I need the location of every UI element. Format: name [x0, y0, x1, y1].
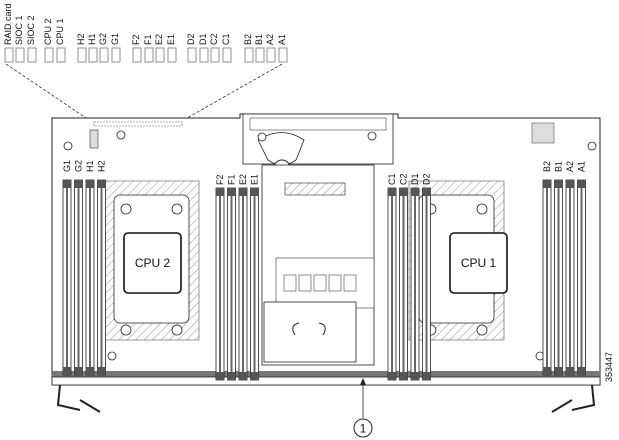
led-label: RAID card: [3, 3, 13, 45]
dimm-slot[interactable]: B1: [554, 161, 564, 376]
led-label: F1: [143, 34, 153, 45]
led-indicator: [278, 47, 288, 63]
led-label: A1: [277, 34, 287, 45]
screw-icon: [476, 203, 488, 215]
dimm-slot[interactable]: H1: [85, 160, 95, 376]
screw-icon: [171, 203, 183, 215]
led-indicator: [44, 47, 54, 63]
led-indicator: [255, 47, 265, 63]
led-label: H2: [76, 33, 86, 45]
chip: [531, 122, 555, 144]
led-label: CPU 1: [55, 18, 65, 45]
leader-line-right: [179, 63, 283, 123]
led-indicator: [167, 47, 177, 63]
dimm-label: E1: [250, 174, 260, 185]
dimm-label: D2: [422, 173, 432, 185]
led-indicator: [244, 47, 254, 63]
led-label: E2: [154, 34, 164, 45]
screw-icon: [171, 324, 183, 336]
led-label: B2: [243, 34, 253, 45]
raid-connector: [89, 129, 99, 149]
dimm-slot[interactable]: E2: [238, 174, 248, 381]
screw-icon: [476, 324, 488, 336]
dimm-label: C1: [387, 173, 397, 185]
led-label: CPU 2: [43, 18, 53, 45]
led-indicator: [77, 47, 87, 63]
led-indicator: [187, 47, 197, 63]
dimm-slot[interactable]: D2: [422, 173, 432, 381]
dimm-label: E2: [238, 174, 248, 185]
cpu-sockets: CPU 2 CPU 1: [103, 180, 508, 341]
dimm-label: D1: [410, 173, 420, 185]
dimm-label: C2: [399, 173, 409, 185]
callout-circle: [353, 418, 373, 438]
led-label: SIOC 2: [26, 15, 36, 45]
led-indicator: [111, 47, 121, 63]
led-indicator: [88, 47, 98, 63]
dimm-label: A2: [565, 161, 575, 172]
dimm-label: F1: [227, 174, 237, 185]
dimm-slot[interactable]: C2: [399, 173, 409, 381]
led-label: B1: [254, 34, 264, 45]
dimm-label: G1: [62, 160, 72, 172]
dimm-slot[interactable]: F2: [215, 174, 225, 381]
led-indicator: [144, 47, 154, 63]
dimm-label: H2: [97, 160, 107, 172]
led-indicator: [266, 47, 276, 63]
led-indicator: [210, 47, 220, 63]
figure-id: 353447: [604, 352, 614, 382]
led-indicator: [27, 47, 37, 63]
led-strip: [93, 121, 183, 127]
led-label: C1: [221, 33, 231, 45]
led-indicator: [99, 47, 109, 63]
led-label: C2: [209, 33, 219, 45]
dimm-slot[interactable]: C1: [387, 173, 397, 381]
cpu-socket: CPU 2: [103, 180, 200, 341]
dimm-slot[interactable]: F1: [227, 174, 237, 381]
led-label: H1: [87, 33, 97, 45]
cpu-package: [449, 232, 508, 294]
led-label: D2: [186, 33, 196, 45]
led-label: E1: [166, 34, 176, 45]
cpu-label: CPU 2: [135, 256, 171, 270]
cpu-label: CPU 1: [461, 256, 497, 270]
led-indicator: [4, 47, 14, 63]
dimm-slot[interactable]: A2: [565, 161, 575, 376]
led-label: F2: [131, 34, 141, 45]
dimm-label: H1: [85, 160, 95, 172]
dimm-slot[interactable]: E1: [250, 174, 260, 381]
dimm-slot[interactable]: G2: [74, 160, 84, 376]
dimm-label: F2: [215, 174, 225, 185]
led-label: G2: [98, 33, 108, 45]
callout-number: 1: [360, 422, 367, 436]
led-indicator: [56, 47, 66, 63]
dimm-label: B1: [554, 161, 564, 172]
led-indicator: [15, 47, 25, 63]
dimm-slot[interactable]: H2: [97, 160, 107, 376]
screw-icon: [120, 203, 132, 215]
dimm-label: B2: [542, 161, 552, 172]
cpu-package: [123, 232, 182, 294]
led-label: SIOC 1: [14, 15, 24, 45]
dimm-slot[interactable]: B2: [542, 161, 552, 376]
battery-tray: [263, 301, 357, 363]
led-indicator: [132, 47, 142, 63]
dimm-slot[interactable]: D1: [410, 173, 420, 381]
led-label: D1: [198, 33, 208, 45]
led-label: A2: [265, 34, 275, 45]
leader-line-left: [5, 63, 93, 123]
led-label: G1: [110, 33, 120, 45]
led-indicator: [155, 47, 165, 63]
led-indicator: [199, 47, 209, 63]
dimm-slot[interactable]: G1: [62, 160, 72, 376]
dimm-label: A1: [577, 161, 587, 172]
led-indicator: [222, 47, 232, 63]
dimm-slot[interactable]: A1: [577, 161, 587, 376]
dimm-label: G2: [74, 160, 84, 172]
screw-icon: [120, 324, 132, 336]
